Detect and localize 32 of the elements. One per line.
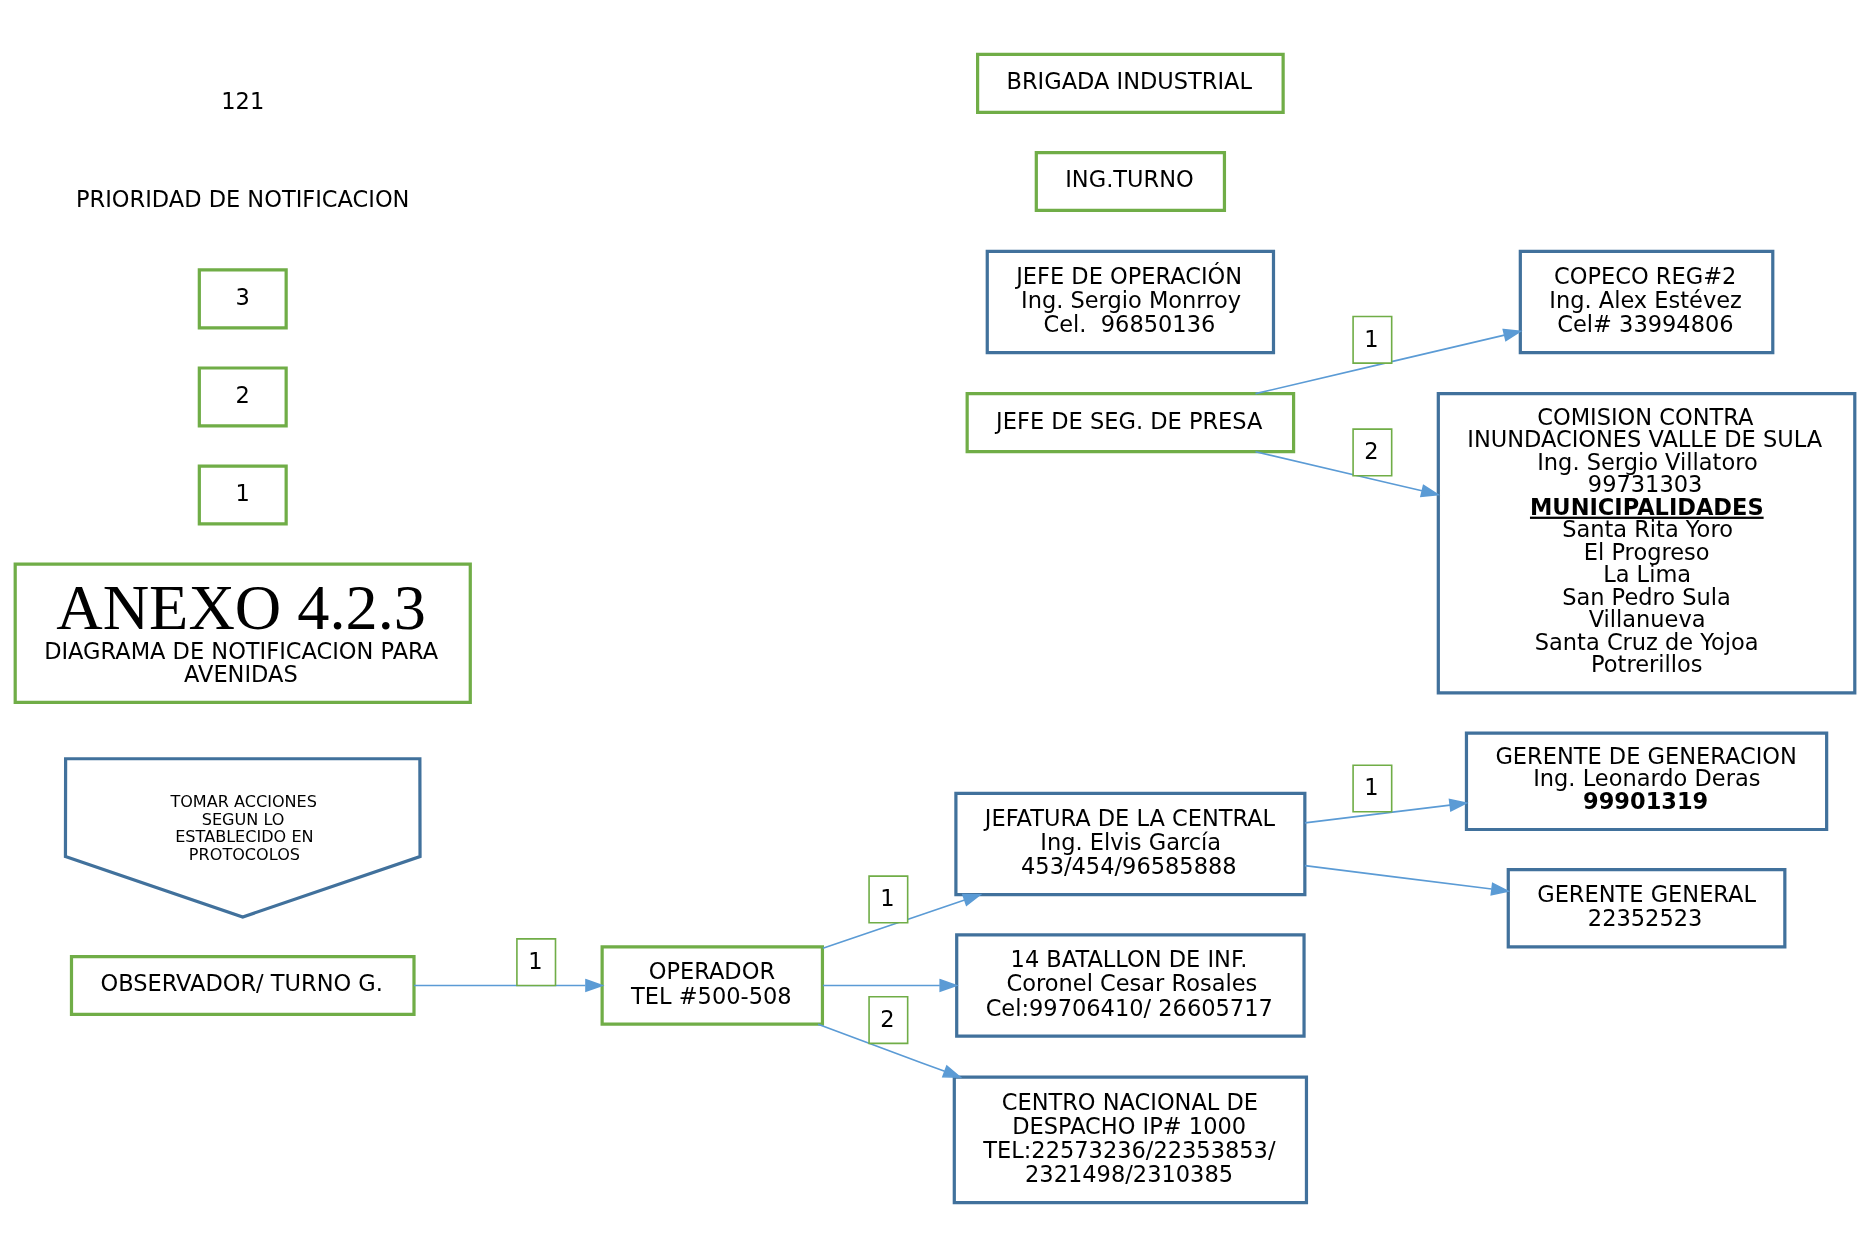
node-box: JEFE DE SEG. DE PRESA — [965, 392, 1296, 454]
node-box: COPECO REG#2 Ing. Alex Estévez Cel# 33994806 — [1518, 249, 1775, 355]
label: 1 — [235, 479, 250, 506]
node-box: CENTRO NACIONAL DE DESPACHO IP# 1000 TEL:22573236/22353853/ 2321498/2310385 — [952, 1075, 1309, 1205]
node-box: GERENTE GENERAL 22352523 — [1506, 868, 1787, 949]
arrow — [817, 1023, 963, 1078]
node-box: JEFE DE OPERACIÓN Ing. Sergio Monrroy Cel. 96850136 — [985, 249, 1276, 355]
node-box: ING.TURNO — [1034, 150, 1227, 212]
edge-label: 2 — [1364, 438, 1379, 465]
arrow — [1254, 450, 1441, 498]
edge-label: 2 — [880, 1005, 895, 1032]
edge-label: 1 — [528, 947, 543, 974]
node-box: COMISION CONTRA INUNDACIONES VALLE DE SULA Ing. Sergio Villatoro 99731303 MUNICIPALIDADES Santa Rita Yoro El Progreso La Lima San Pedro Sula Villanueva Santa Cruz de Yojoa Potrerillos — [1436, 392, 1857, 695]
arrow — [822, 893, 983, 950]
node-box: ANEXO 4.2.3 DIAGRAMA DE NOTIFICACION PARA AVENIDAS — [13, 562, 472, 705]
edge-label: 1 — [880, 885, 895, 912]
node-box: GERENTE DE GENERACION Ing. Leonardo Deras 99901319 — [1464, 731, 1829, 832]
node-box: 14 BATALLON DE INF. Coronel Cesar Rosales Cel:99706410/ 26605717 — [955, 933, 1306, 1038]
arrow — [1254, 328, 1523, 395]
node-box: OPERADOR TEL #500-508 — [600, 945, 825, 1026]
arrow — [1304, 798, 1469, 824]
arrow — [1304, 864, 1511, 896]
label: 2 — [235, 381, 250, 408]
label: PRIORIDAD DE NOTIFICACION — [76, 185, 410, 212]
node-box: JEFATURA DE LA CENTRAL Ing. Elvis García 453/454/96585888 — [954, 791, 1307, 897]
edge-label: 1 — [1364, 325, 1379, 352]
label: 121 — [221, 87, 265, 114]
node-box: OBSERVADOR/ TURNO G. — [69, 954, 416, 1017]
arrow — [822, 978, 959, 993]
edge-label: 1 — [1364, 774, 1379, 801]
node-box: BRIGADA INDUSTRIAL — [976, 52, 1285, 114]
label: 3 — [235, 283, 250, 310]
